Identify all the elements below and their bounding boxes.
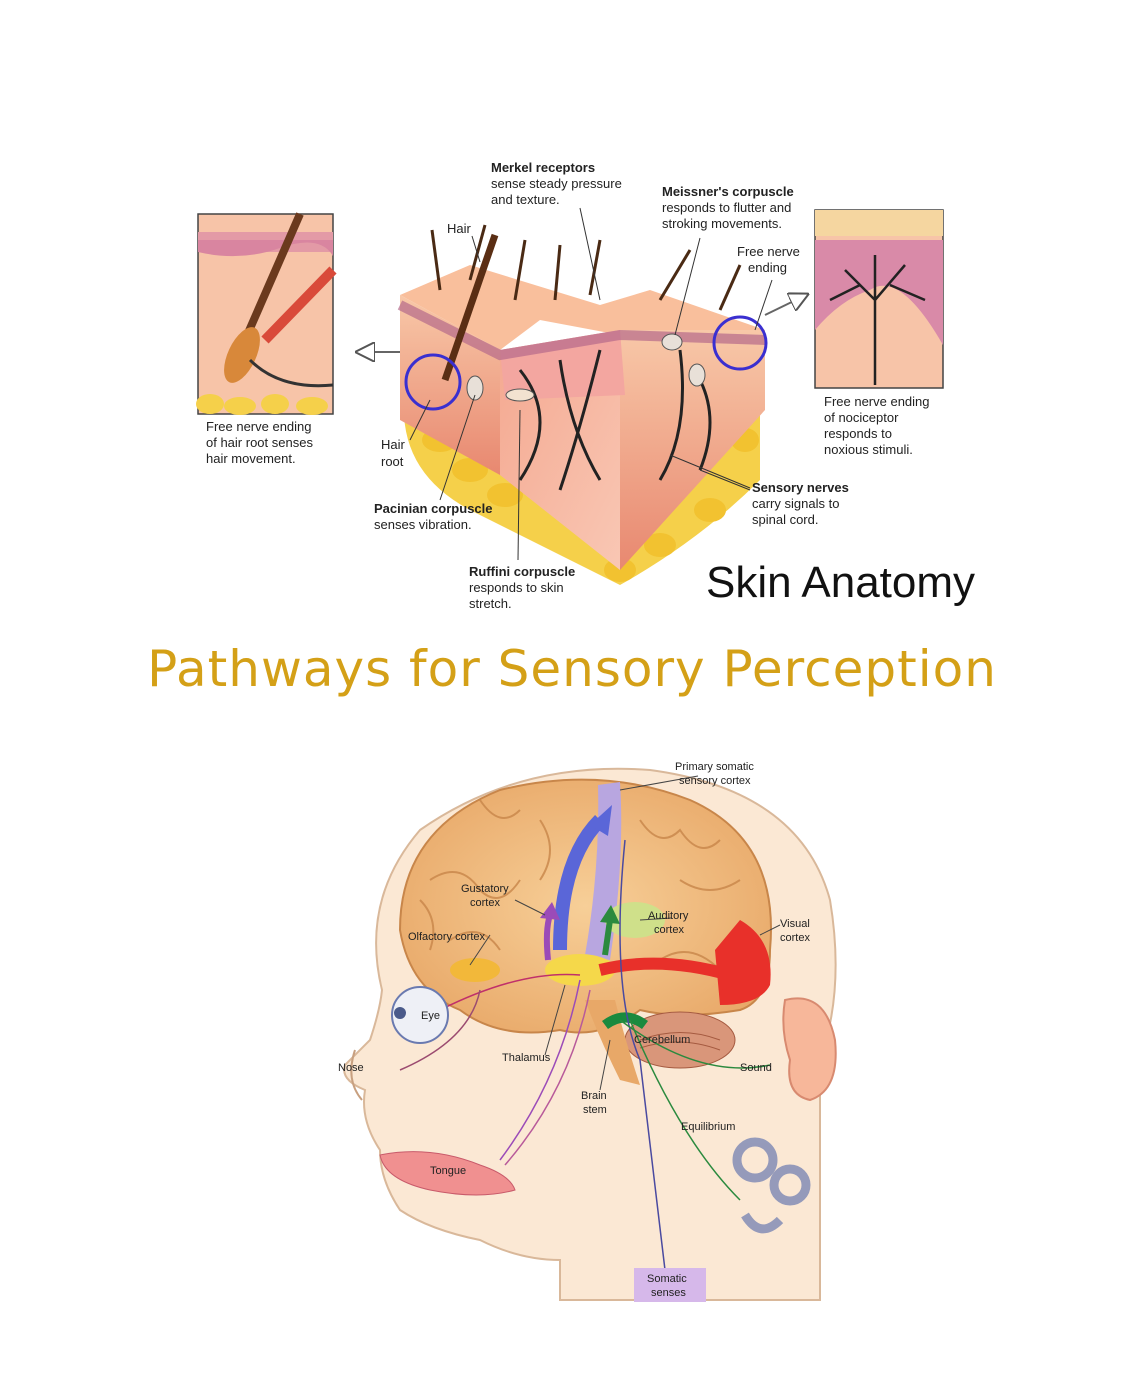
merkel-title: Merkel receptors bbox=[491, 160, 595, 175]
primary-somatic-line1: Primary somatic bbox=[675, 761, 754, 773]
meissner-desc-line1: responds to flutter and bbox=[662, 200, 791, 215]
nociceptor-note-line4: noxious stimuli. bbox=[824, 442, 913, 457]
hair-root-note-line3: hair movement. bbox=[206, 451, 296, 466]
tongue-label: Tongue bbox=[430, 1165, 466, 1177]
somatic-senses-line2: senses bbox=[651, 1287, 686, 1299]
pacinian-title: Pacinian corpuscle bbox=[374, 501, 493, 516]
equilibrium-label: Equilibrium bbox=[681, 1121, 735, 1133]
hair-root-line2: root bbox=[381, 454, 404, 469]
visual-line1: Visual bbox=[780, 918, 810, 930]
ruffini-desc-line2: stretch. bbox=[469, 596, 512, 611]
sensory-nerves-title: Sensory nerves bbox=[752, 480, 849, 495]
somatic-senses-line1: Somatic bbox=[647, 1273, 687, 1285]
page-heading: Pathways for Sensory Perception bbox=[147, 640, 997, 698]
hair-root-note-line2: of hair root senses bbox=[206, 435, 313, 450]
meissner-title: Meissner's corpuscle bbox=[662, 184, 794, 199]
primary-somatic-line2: sensory cortex bbox=[679, 775, 751, 787]
nociceptor-note-line1: Free nerve ending bbox=[824, 394, 930, 409]
auditory-line1: Auditory bbox=[648, 910, 689, 922]
skin-diagram: Free nerve ending of hair root senses ha… bbox=[196, 160, 944, 611]
brain-leader-lines bbox=[469, 775, 781, 1091]
sound-label: Sound bbox=[740, 1062, 772, 1074]
sensory-nerves-desc-line2: spinal cord. bbox=[752, 512, 818, 527]
brain-diagram: Primary somatic sensory cortex Gustatory… bbox=[305, 755, 850, 1302]
skin-leader-lines bbox=[409, 207, 773, 561]
skin-anatomy-title: Skin Anatomy bbox=[706, 558, 976, 607]
gustatory-line2: cortex bbox=[470, 897, 500, 909]
ruffini-desc-line1: responds to skin bbox=[469, 580, 564, 595]
hair-root-line1: Hair bbox=[381, 437, 406, 452]
ruffini-title: Ruffini corpuscle bbox=[469, 564, 575, 579]
brain-stem-line2: stem bbox=[583, 1104, 607, 1116]
eye-label: Eye bbox=[421, 1010, 440, 1022]
hair-root-inset bbox=[196, 212, 337, 415]
merkel-desc-line2: and texture. bbox=[491, 192, 560, 207]
thalamus-label: Thalamus bbox=[502, 1052, 551, 1064]
free-nerve-line2: ending bbox=[748, 260, 787, 275]
gustatory-line1: Gustatory bbox=[461, 883, 509, 895]
nose-label: Nose bbox=[338, 1062, 364, 1074]
hair-label: Hair bbox=[447, 221, 472, 236]
olfactory-label: Olfactory cortex bbox=[408, 931, 486, 943]
hair-root-note-line1: Free nerve ending bbox=[206, 419, 312, 434]
brain-stem-line1: Brain bbox=[581, 1090, 607, 1102]
skin-block bbox=[397, 224, 768, 585]
nociceptor-note-line3: responds to bbox=[824, 426, 892, 441]
pacinian-desc: senses vibration. bbox=[374, 517, 472, 532]
merkel-desc-line1: sense steady pressure bbox=[491, 176, 622, 191]
visual-line2: cortex bbox=[780, 932, 810, 944]
auditory-line2: cortex bbox=[654, 924, 684, 936]
meissner-desc-line2: stroking movements. bbox=[662, 216, 782, 231]
free-nerve-line1: Free nerve bbox=[737, 244, 800, 259]
cerebellum-label: Cerebellum bbox=[634, 1034, 690, 1046]
nociceptor-note-line2: of nociceptor bbox=[824, 410, 899, 425]
sensory-nerves-desc-line1: carry signals to bbox=[752, 496, 839, 511]
nociceptor-inset bbox=[814, 209, 944, 389]
